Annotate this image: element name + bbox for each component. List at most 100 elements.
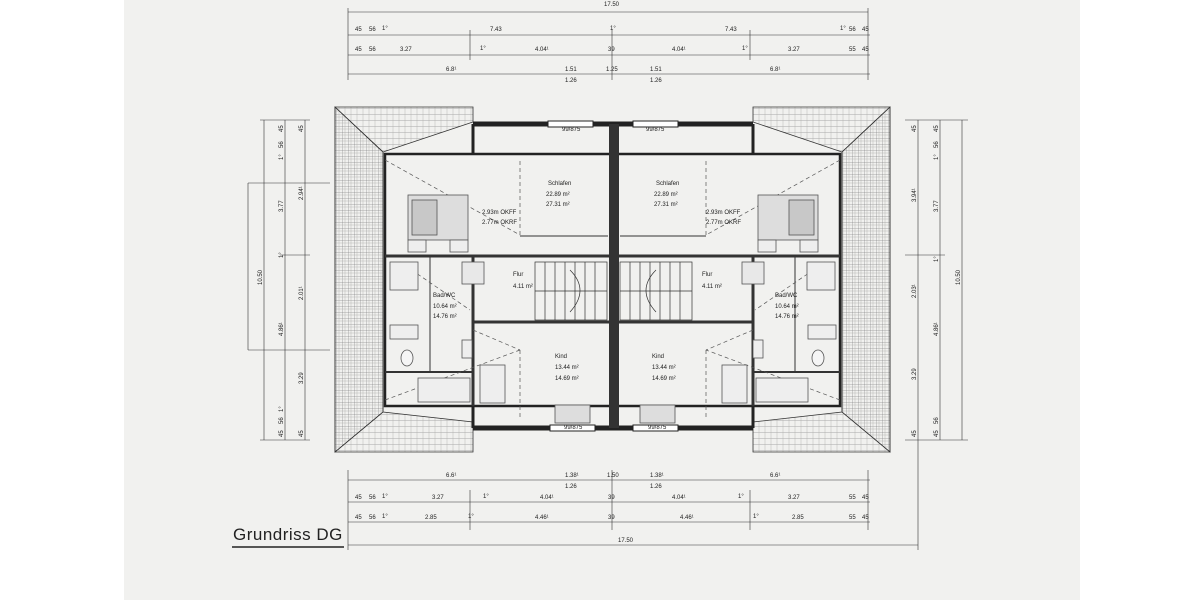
dim-top-r2-6: 1° <box>840 26 846 32</box>
room-kind-left-area1: 13.44 m² <box>555 365 579 371</box>
dim-top-r3-8: 3.27 <box>788 47 800 53</box>
shower-left <box>389 261 419 291</box>
room-bad-right-name: Bad/WC <box>775 293 798 299</box>
staircase-left <box>534 261 608 321</box>
wardrobe-right <box>721 364 748 404</box>
dim-bot-r2-11: 45 <box>862 495 869 501</box>
dim-top-r2-7: 56 <box>849 27 856 33</box>
window-label-top-right: 99/875 <box>646 127 665 133</box>
dim-bot-r2-1: 56 <box>369 495 376 501</box>
vanity-left <box>389 324 419 340</box>
dim-bot-r2-0: 45 <box>355 495 362 501</box>
room-flur-left-area: 4.11 m² <box>513 284 533 290</box>
dim-bot-r2-4: 1° <box>483 494 489 500</box>
bottom-dimension-texts: 6.6¹ 1.38¹ 1.50 1.38¹ 6.6¹ 1.26 1.26 45 … <box>355 473 869 544</box>
dim-right-b4: 1° <box>934 256 940 262</box>
room-schlafen-left-area1: 22.89 m² <box>546 192 570 198</box>
dim-bot-r3-7: 4.46¹ <box>680 515 694 521</box>
dim-bot-r1-4: 6.6¹ <box>770 473 780 479</box>
right-dimension-texts: 45 3.94¹ 2.03¹ 3.29 45 45 56 1° 3.77 1° … <box>912 125 962 437</box>
dim-right-b6: 56 <box>934 417 940 424</box>
drawing-title: Grundriss DG <box>233 525 343 544</box>
dim-top-overall: 17.50 <box>604 2 620 8</box>
room-flur-right-area: 4.11 m² <box>702 284 722 290</box>
height-annotations: 2.93m OKFF 2.77m OKRF 2.93m OKFF 2.77m O… <box>482 210 741 226</box>
interior-walls <box>385 235 840 406</box>
height-left-okrf: 2.77m OKRF <box>482 220 517 226</box>
dim-bot-overall: 17.50 <box>618 538 634 544</box>
dim-bot-r3-6: 39 <box>608 515 615 521</box>
dim-bot-r3-4: 1° <box>468 514 474 520</box>
dim-right-b2: 1° <box>934 154 940 160</box>
dim-top-r2-4: 1° <box>610 26 616 32</box>
bottom-dimension-chains <box>347 470 919 550</box>
room-bad-right-area2: 14.76 m² <box>775 314 799 320</box>
dim-left-a7: 56 <box>279 417 285 424</box>
dim-right-overall: 10.50 <box>956 269 962 285</box>
dim-right-b5: 4.86¹ <box>934 322 940 336</box>
dim-bot-r3-0: 45 <box>355 515 362 521</box>
dim-bot-r1-sub-1: 1.26 <box>650 484 662 490</box>
dim-right-a2: 2.03¹ <box>912 284 918 298</box>
dim-right-a0: 45 <box>912 125 918 132</box>
staircase-right <box>619 261 693 321</box>
party-wall <box>609 124 619 428</box>
dim-bot-r3-9: 2.85 <box>792 515 804 521</box>
room-bad-left-area2: 14.76 m² <box>433 314 457 320</box>
dim-bot-r1-1: 1.38¹ <box>565 473 579 479</box>
dim-top-r2-0: 45 <box>355 27 362 33</box>
dim-top-r2-1: 56 <box>369 27 376 33</box>
vanity-right <box>807 324 837 340</box>
dim-top-r3-10: 45 <box>862 47 869 53</box>
dim-bot-r1-0: 6.6¹ <box>446 473 456 479</box>
dim-top-r3-2: 3.27 <box>400 47 412 53</box>
dim-bot-r2-6: 39 <box>608 495 615 501</box>
room-schlafen-left-area2: 27.31 m² <box>546 202 570 208</box>
dim-bot-r3-5: 4.46¹ <box>535 515 549 521</box>
dim-top-r4-sub-1: 1.26 <box>650 78 662 84</box>
dim-bot-r2-8: 1° <box>738 494 744 500</box>
window-bottom-left <box>549 424 596 432</box>
room-flur-left-name: Flur <box>513 272 523 278</box>
dim-top-r3-3: 1° <box>480 46 486 52</box>
dim-bot-r2-3: 3.27 <box>432 495 444 501</box>
dim-bot-r1-3: 1.38¹ <box>650 473 664 479</box>
dim-left-a5: 4.86¹ <box>279 322 285 336</box>
dim-top-r2-3: 7.43 <box>490 27 502 33</box>
dim-bot-r1-2: 1.50 <box>607 473 619 479</box>
dim-top-r4-1: 1.51 <box>565 67 577 73</box>
dim-top-r2-5: 7.43 <box>725 27 737 33</box>
dim-top-r3-1: 56 <box>369 47 376 53</box>
dim-bot-r2-5: 4.04¹ <box>540 495 554 501</box>
dim-right-b1: 56 <box>934 141 940 148</box>
dim-bot-r2-10: 55 <box>849 495 856 501</box>
roof-eaves <box>334 106 891 453</box>
dim-right-b3: 3.77 <box>934 200 940 212</box>
dim-top-r3-9: 55 <box>849 47 856 53</box>
dim-top-r3-6: 4.04¹ <box>672 47 686 53</box>
room-kind-right-area1: 13.44 m² <box>652 365 676 371</box>
dim-right-b0: 45 <box>934 125 940 132</box>
left-dimension-chains <box>247 119 330 441</box>
window-top-left <box>547 120 594 128</box>
top-dimension-texts: 17.50 45 56 1° 7.43 1° 7.43 1° 56 45 45 … <box>355 2 869 84</box>
dim-bot-r1-sub-0: 1.26 <box>565 484 577 490</box>
room-bad-right-area1: 10.64 m² <box>775 304 799 310</box>
dim-top-r3-7: 1° <box>742 46 748 52</box>
height-right-okff: 2.93m OKFF <box>706 210 741 216</box>
height-left-okff: 2.93m OKFF <box>482 210 517 216</box>
dim-left-b-top: 45 <box>299 125 305 132</box>
dim-left-a1: 56 <box>279 141 285 148</box>
room-flur-right-name: Flur <box>702 272 712 278</box>
dim-right-a3: 3.29 <box>912 368 918 380</box>
shower-right <box>806 261 836 291</box>
room-kind-right-name: Kind <box>652 354 664 360</box>
dim-left-b-bottom: 45 <box>299 430 305 437</box>
bathtub-right <box>755 377 809 403</box>
dim-left-overall: 10.50 <box>258 269 264 285</box>
wardrobe-left <box>479 364 506 404</box>
dim-left-a3: 3.77 <box>279 200 285 212</box>
dim-top-r3-0: 45 <box>355 47 362 53</box>
dim-bot-r3-3: 2.85 <box>425 515 437 521</box>
